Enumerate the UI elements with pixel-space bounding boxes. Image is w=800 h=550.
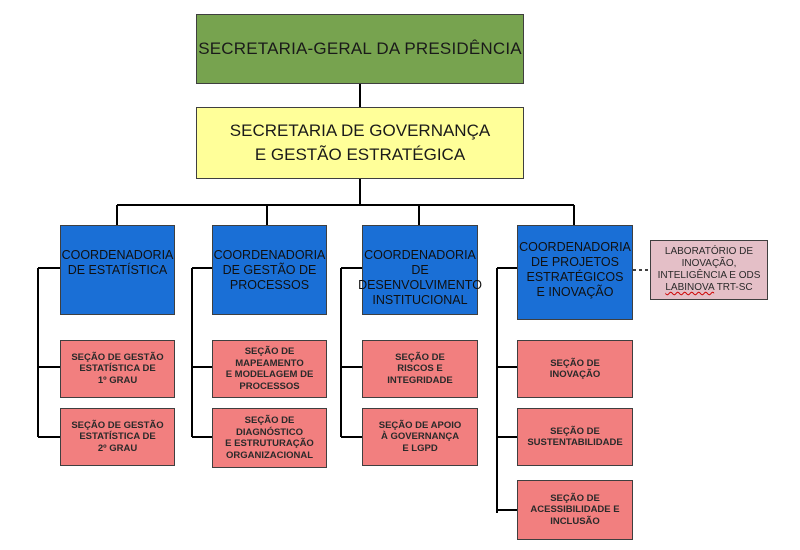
coord-estatistica-box: COORDENADORIA DE ESTATÍSTICA — [60, 225, 175, 315]
secao-sustentabilidade-box: SEÇÃO DE SUSTENTABILIDADE — [517, 408, 633, 466]
secao-estatistica-1grau-box: SEÇÃO DE GESTÃO ESTATÍSTICA DE 1º GRAU — [60, 340, 175, 398]
secretaria-geral-box: SECRETARIA-GERAL DA PRESIDÊNCIA — [196, 14, 524, 84]
secretaria-governanca-box: SECRETARIA DE GOVERNANÇA E GESTÃO ESTRAT… — [196, 107, 524, 179]
secao-riscos-box: SEÇÃO DE RISCOS E INTEGRIDADE — [362, 340, 478, 398]
secao-mapeamento-box: SEÇÃO DE MAPEAMENTO E MODELAGEM DE PROCE… — [212, 340, 327, 398]
lab-line-3: INTELIGÊNCIA E ODS — [657, 270, 761, 281]
secao-inovacao-box: SEÇÃO DE INOVAÇÃO — [517, 340, 633, 398]
secao-diagnostico-box: SEÇÃO DE DIAGNÓSTICO E ESTRUTURAÇÃO ORGA… — [212, 408, 327, 468]
lab-line-4: LABINOVA TRT-SC — [665, 282, 752, 294]
lab-trt-text: TRT-SC — [714, 282, 753, 293]
coord-gestao-processos-box: COORDENADORIA DE GESTÃO DE PROCESSOS — [212, 225, 327, 315]
lab-line-2: INOVAÇÃO, — [681, 258, 737, 269]
lab-labinova-text: LABINOVA — [665, 282, 715, 293]
labinova-box: LABORATÓRIO DE INOVAÇÃO, INTELIGÊNCIA E … — [650, 240, 768, 300]
coord-desenvolvimento-box: COORDENADORIA DE DESENVOLVIMENTO INSTITU… — [358, 225, 482, 315]
coord-projetos-inovacao-box: COORDENADORIA DE PROJETOS ESTRATÉGICOS E… — [517, 225, 633, 320]
secao-estatistica-2grau-box: SEÇÃO DE GESTÃO ESTATÍSTICA DE 2º GRAU — [60, 408, 175, 466]
secao-apoio-governanca-box: SEÇÃO DE APOIO À GOVERNANÇA E LGPD — [362, 408, 478, 466]
lab-line-1: LABORATÓRIO DE — [664, 246, 754, 257]
secao-acessibilidade-box: SEÇÃO DE ACESSIBILIDADE E INCLUSÃO — [517, 480, 633, 540]
